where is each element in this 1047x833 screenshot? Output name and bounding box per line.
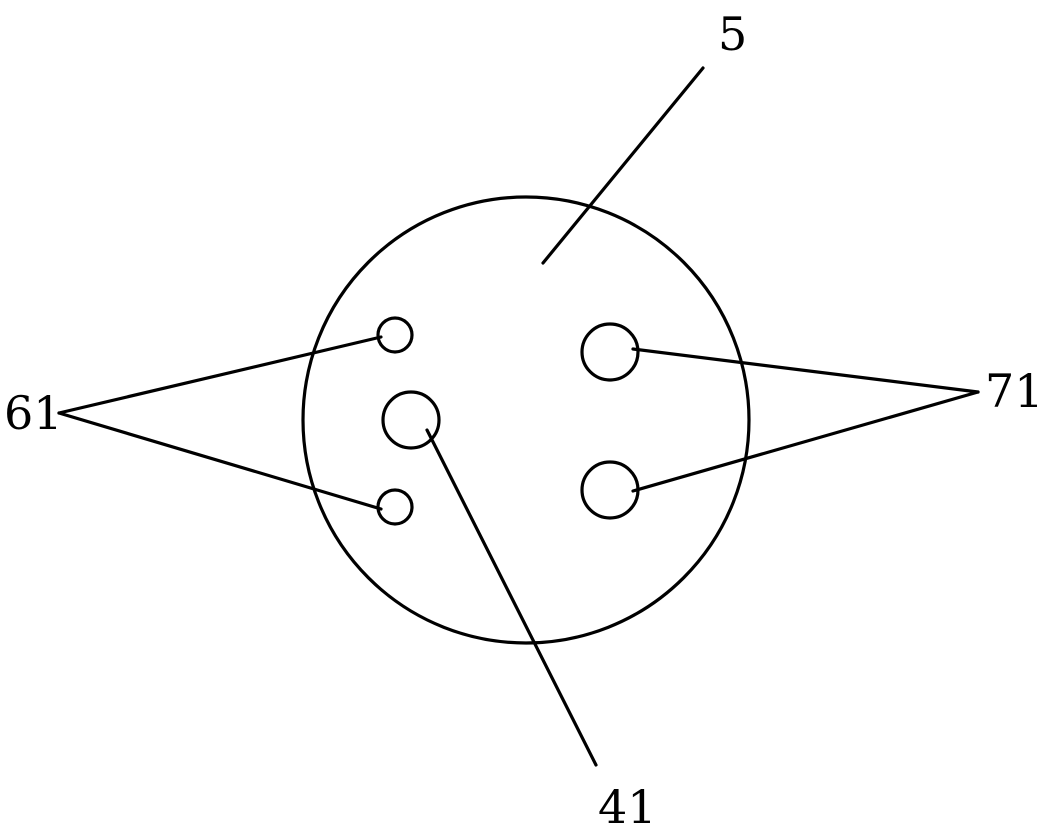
label-71: 71 [985, 364, 1044, 418]
hole-61-lower [376, 488, 414, 526]
hole-71-upper [580, 322, 640, 382]
leader-line-71-upper [631, 347, 980, 394]
label-61: 61 [4, 386, 63, 440]
label-41: 41 [598, 780, 657, 833]
leader-line-5 [541, 66, 705, 265]
label-5: 5 [718, 7, 747, 61]
leader-line-41 [425, 428, 598, 767]
main-disc [301, 195, 751, 645]
hole-71-lower [580, 460, 640, 520]
leader-line-61-upper [57, 335, 383, 415]
hole-41 [381, 390, 441, 450]
leader-line-61-lower [57, 411, 383, 511]
leader-line-71-lower [631, 390, 980, 493]
hole-61-upper [376, 316, 414, 354]
